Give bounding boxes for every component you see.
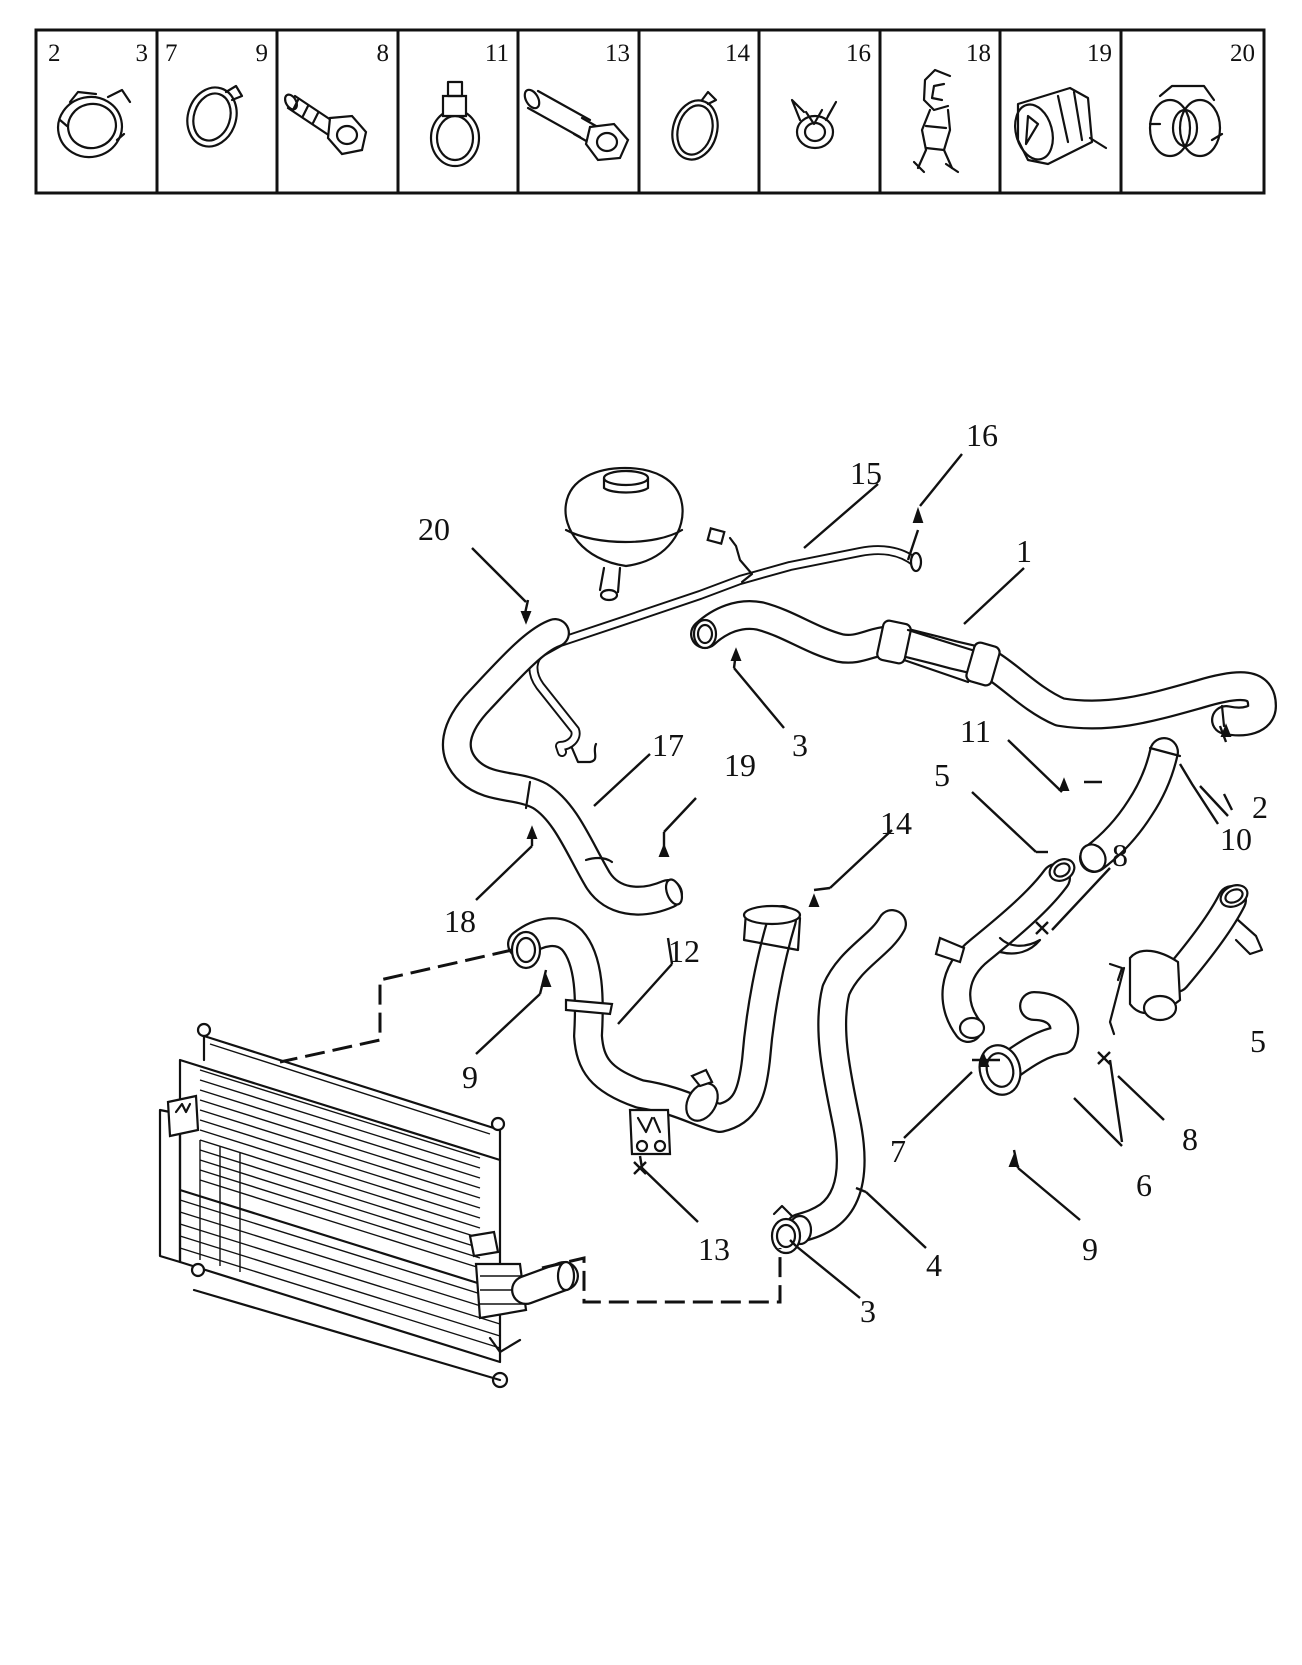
callout-14: 14: [880, 805, 912, 841]
metal-pipe-5-left: [934, 858, 1076, 1043]
leader-lines: [471, 453, 1234, 1299]
quick-connector-icon: [1014, 86, 1108, 166]
pipe-connector-icon: [523, 88, 630, 162]
band-clamp-icon: [186, 84, 244, 148]
cell-1-right-number: 3: [136, 40, 149, 67]
cell-4-number: 11: [485, 40, 509, 67]
callout-10: 10: [1220, 821, 1252, 857]
coolant-hose-10: [1079, 737, 1182, 873]
cell-2-left-number: 7: [165, 40, 178, 67]
callout-8-top: 8: [1112, 837, 1128, 873]
upper-radiator-hose-1: [690, 600, 1277, 737]
expansion-tank: [564, 466, 684, 602]
spring-clamp-icon: [56, 88, 132, 159]
callout-5-left: 5: [934, 757, 950, 793]
callout-12: 12: [668, 933, 700, 969]
callout-11: 11: [960, 713, 991, 749]
callout-17: 17: [652, 727, 684, 763]
double-clamp-icon: [1148, 84, 1224, 158]
callout-19: 19: [724, 747, 756, 783]
callout-15: 15: [850, 455, 882, 491]
callout-18: 18: [444, 903, 476, 939]
callout-4: 4: [926, 1247, 942, 1283]
callout-labels: 16 15 1 20 3 2 11 5 10 8 17 19 14 18 12 …: [418, 417, 1268, 1329]
lower-hose-4: [770, 909, 907, 1255]
callout-6: 6: [1136, 1167, 1152, 1203]
cell-3-number: 8: [377, 40, 390, 67]
callout-8-bottom: 8: [1182, 1121, 1198, 1157]
bolt-icon: [284, 93, 368, 156]
callout-13: 13: [698, 1231, 730, 1267]
cell-7-number: 16: [846, 40, 871, 67]
intake-hose-12: [507, 904, 802, 1156]
callout-5-right: 5: [1250, 1023, 1266, 1059]
cell-9-number: 19: [1087, 40, 1112, 67]
callout-2: 2: [1252, 789, 1268, 825]
callout-3-bottom: 3: [860, 1293, 876, 1329]
tank-hose-20-17: [441, 618, 684, 916]
metal-pipe-5-right: [1108, 884, 1264, 1036]
parts-legend-table: 2 3 7 9 8 11 13 14 16 18 19 20: [34, 28, 1266, 195]
callout-7: 7: [890, 1133, 906, 1169]
callout-9-left: 9: [462, 1059, 478, 1095]
cell-10-number: 20: [1230, 40, 1255, 67]
cell-5-number: 13: [605, 40, 630, 67]
cell-8-number: 18: [966, 40, 991, 67]
callout-1: 1: [1016, 533, 1032, 569]
coolant-hose-6: [978, 991, 1080, 1096]
radiator: [158, 1022, 579, 1389]
callout-9-right: 9: [1082, 1231, 1098, 1267]
cell-6-number: 14: [725, 40, 751, 67]
pipe-bracket-clip-icon: [912, 68, 960, 174]
worm-clamp-icon: [429, 80, 481, 168]
clip-clamp-icon: [790, 98, 838, 150]
callout-20: 20: [418, 511, 450, 547]
connection-dashes: [279, 948, 782, 1304]
cell-1-left-number: 2: [48, 40, 61, 67]
hose-clamp-icon: [671, 90, 719, 161]
callout-16: 16: [966, 417, 998, 453]
cell-2-right-number: 9: [256, 40, 269, 67]
callout-3-top: 3: [792, 727, 808, 763]
